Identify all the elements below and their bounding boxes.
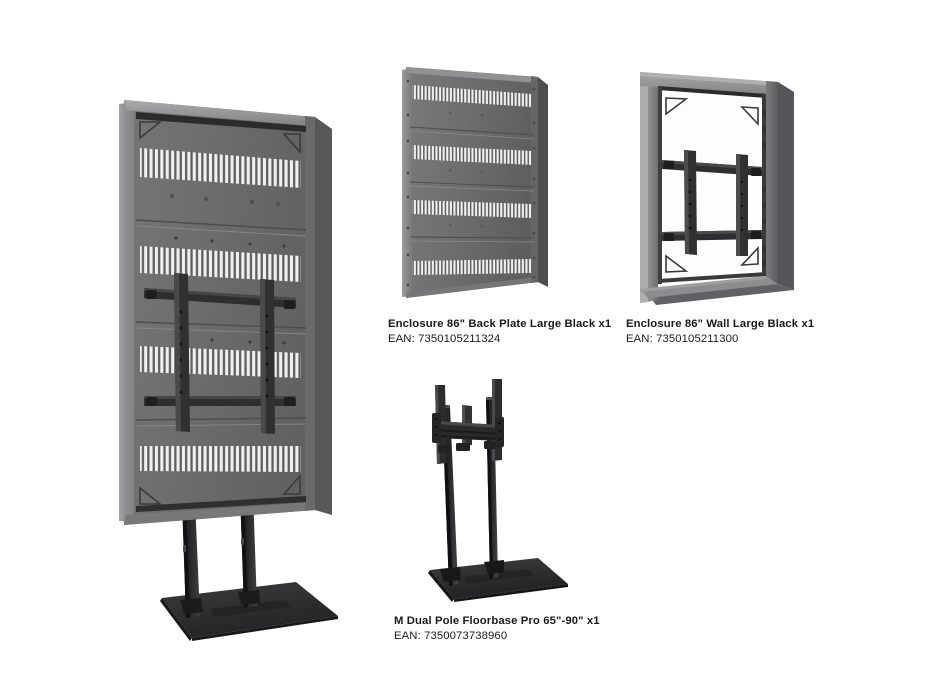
- floorbase-illustration: [388, 365, 618, 610]
- edge-fasteners: [406, 79, 536, 287]
- main-floorbase-plate: [160, 582, 338, 641]
- main-vesa-bracket: [144, 273, 296, 434]
- wall-frame-fasteners: [763, 110, 766, 266]
- product-main-assembly: [100, 60, 360, 641]
- wall-frame-ean: EAN: 7350105211300: [626, 333, 739, 345]
- floorbase-title: M Dual Pole Floorbase Pro 65"-90" x1: [394, 615, 600, 627]
- vent-strip-2: [140, 246, 301, 282]
- wall-frame-illustration: [626, 50, 836, 315]
- panel-holes: [448, 111, 484, 228]
- vent-strip-1: [140, 148, 301, 188]
- floorbase-ean: EAN: 7350073738960: [394, 630, 508, 642]
- wall-vesa-bracket: [662, 150, 762, 256]
- vent-strip-4: [140, 446, 301, 472]
- backplate-illustration: [388, 55, 588, 310]
- product-wall-frame: Enclosure 86" Wall Large Black x1 EAN: 7…: [626, 50, 856, 345]
- caption-backplate: Enclosure 86" Back Plate Large Black x1 …: [388, 317, 611, 347]
- backplate-vent-strips: [412, 85, 532, 275]
- main-floorbase-poles: [180, 492, 260, 618]
- wall-frame-title: Enclosure 86" Wall Large Black x1: [626, 318, 815, 330]
- backplate-ean: EAN: 7350105211324: [388, 333, 501, 345]
- product-backplate: Enclosure 86" Back Plate Large Black x1 …: [388, 55, 611, 347]
- caption-floorbase: M Dual Pole Floorbase Pro 65"-90" x1 EAN…: [394, 614, 600, 644]
- backplate-title: Enclosure 86" Back Plate Large Black x1: [388, 318, 612, 330]
- floorbase-plate: [428, 558, 568, 602]
- main-enclosure-body: [119, 100, 332, 525]
- product-floorbase: M Dual Pole Floorbase Pro 65"-90" x1 EAN…: [388, 365, 638, 645]
- caption-wall-frame: Enclosure 86" Wall Large Black x1 EAN: 7…: [626, 317, 814, 347]
- floorbase-vesa-bracket: [432, 379, 504, 464]
- main-assembly-illustration: [100, 60, 360, 641]
